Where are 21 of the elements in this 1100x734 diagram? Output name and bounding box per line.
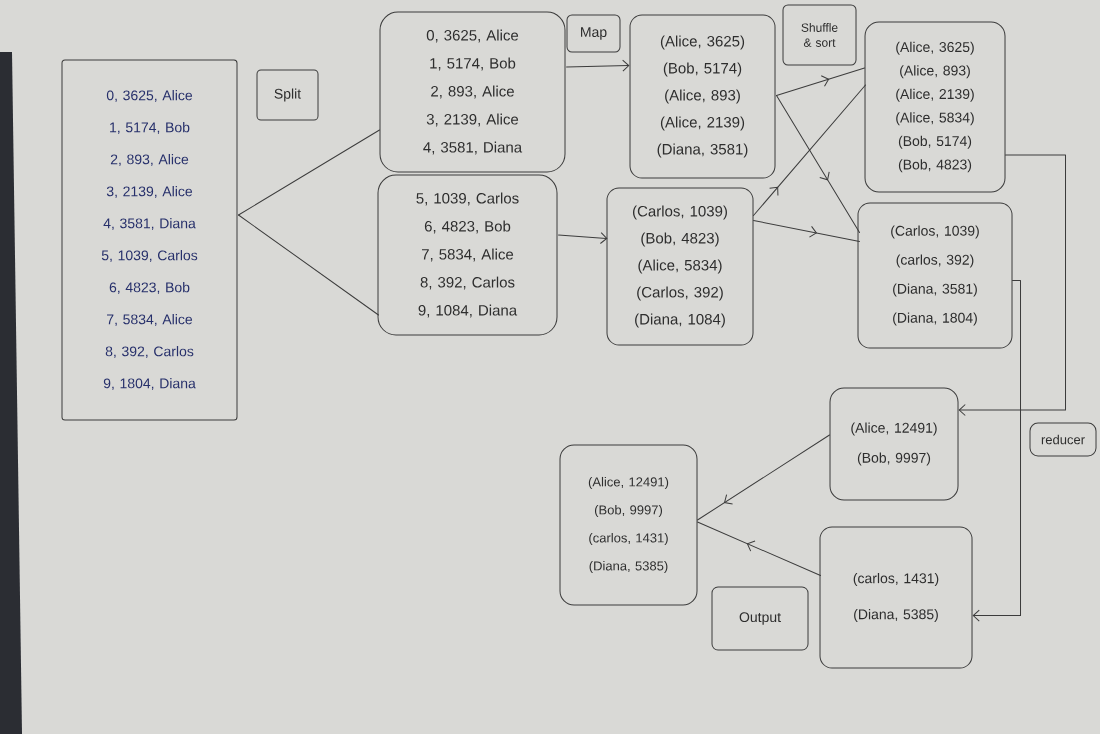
arrow [958, 154, 1066, 416]
record-box: 5, 1039, Carlos 6, 4823, Bob 7, 5834, Alice 8, 392, Carlos 9, 1084, Diana [377, 174, 558, 336]
record-box: (Alice, 3625) (Bob, 5174) (Alice, 893) (Alice, 2139) (Diana, 3581) [629, 14, 776, 179]
step-label-box: Shuffle & sort [782, 4, 857, 66]
step-label-box: Output [711, 586, 809, 651]
record-box: 0, 3625, Alice 1, 5174, Bob 2, 893, Alice 3, 2139, Alice 4, 3581, Diana 5, 1039, Carlos 6, 4823, Bob 7, 5834, Alice 8, 392, Carlos 9, 1804, Diana [61, 59, 238, 421]
step-label-box: Split [256, 69, 319, 121]
record-box: (carlos, 1431) (Diana, 5385) [819, 526, 973, 669]
connector-line [238, 214, 379, 316]
step-label-box: reducer [1029, 422, 1097, 457]
step-label-box: Map [566, 14, 621, 53]
connector-line [238, 129, 380, 216]
record-box: (Alice, 12491) (Bob, 9997) [829, 387, 959, 501]
record-box: (Carlos, 1039) (Bob, 4823) (Alice, 5834) (Carlos, 392) (Diana, 1084) [606, 187, 754, 346]
record-box: (Alice, 3625) (Alice, 893) (Alice, 2139) (Alice, 5834) (Bob, 5174) (Bob, 4823) [864, 21, 1006, 193]
arrow [972, 280, 1021, 622]
arrow [566, 59, 630, 72]
record-box: 0, 3625, Alice 1, 5174, Bob 2, 893, Alice 3, 2139, Alice 4, 3581, Diana [379, 11, 566, 173]
arrow [558, 232, 608, 244]
record-box: (Alice, 12491) (Bob, 9997) (carlos, 1431) (Diana, 5385) [559, 444, 698, 606]
record-box: (Carlos, 1039) (carlos, 392) (Diana, 3581) (Diana, 1804) [857, 202, 1013, 349]
